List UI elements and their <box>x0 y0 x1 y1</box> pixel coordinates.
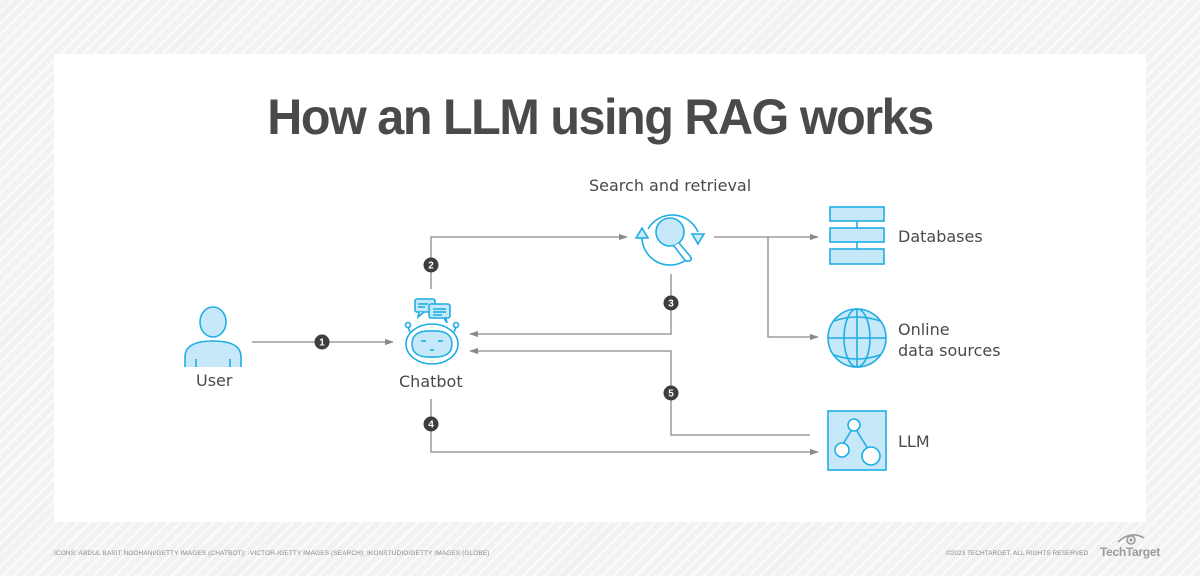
connector-step-4 <box>430 399 819 456</box>
chatbot-icon <box>404 298 460 365</box>
connector-step-2 <box>430 233 628 289</box>
globe-icon <box>827 308 887 368</box>
svg-text:1: 1 <box>319 338 325 349</box>
step-badge-3: 3 <box>663 295 679 311</box>
diagram-title: How an LLM using RAG works <box>267 89 934 145</box>
svg-text:2: 2 <box>428 261 434 272</box>
online-sources-label-line1: Online <box>898 320 950 339</box>
step-badge-1: 1 <box>314 334 330 350</box>
techtarget-eye-icon <box>1117 534 1145 545</box>
search-retrieval-label: Search and retrieval <box>589 176 752 195</box>
diagram-panel <box>54 54 1146 522</box>
databases-label: Databases <box>898 227 983 246</box>
llm-label: LLM <box>898 432 930 451</box>
step-badge-4: 4 <box>423 416 439 432</box>
step-badge-5: 5 <box>663 385 679 401</box>
svg-text:5: 5 <box>668 389 674 400</box>
user-label: User <box>196 371 233 390</box>
search-retrieval-icon <box>634 214 706 266</box>
llm-network-icon <box>827 410 887 471</box>
step-badge-2: 2 <box>423 257 439 273</box>
chatbot-label: Chatbot <box>399 372 463 391</box>
copyright-notice: ©2023 TECHTARGET. ALL RIGHTS RESERVED <box>946 550 1089 557</box>
connector-step-3 <box>469 274 672 338</box>
techtarget-logo: TechTarget <box>1100 545 1160 559</box>
svg-text:3: 3 <box>668 299 674 310</box>
connector-search-online <box>767 237 819 341</box>
database-icon <box>829 206 885 265</box>
online-sources-label-line2: data sources <box>898 341 1001 360</box>
person-icon <box>184 306 242 367</box>
svg-text:4: 4 <box>428 420 434 431</box>
connector-step-5 <box>469 347 810 436</box>
icon-credits: ICONS: ABDUL BASIT NOOHANI/GETTY IMAGES … <box>54 550 490 557</box>
